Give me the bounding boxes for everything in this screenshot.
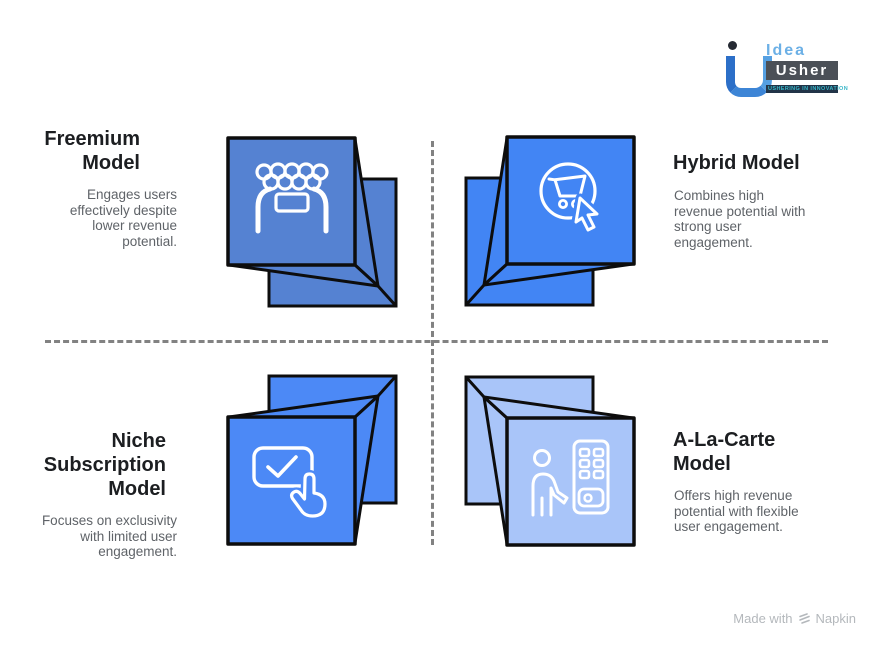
napkin-label: Napkin	[815, 611, 856, 626]
cube-shape	[226, 136, 398, 308]
audience-icon	[255, 162, 329, 234]
a-la-carte-title: A-La-Carte Model	[673, 429, 776, 475]
cube-shape	[464, 375, 636, 547]
logo-brand-bottom: Usher	[766, 61, 838, 80]
niche-subscription-title: Niche Subscription Model	[43, 430, 166, 500]
idea-usher-logo: Idea Usher USHERING IN INNOVATION	[722, 38, 858, 100]
cube-shape	[226, 374, 398, 546]
freemium-cube	[222, 132, 402, 312]
made-with-napkin: Made with Napkin	[733, 611, 856, 626]
cart-cursor-icon	[539, 162, 602, 235]
logo-brand-top: Idea	[766, 42, 807, 59]
person-vending-icon	[531, 439, 610, 517]
cube-shape	[464, 135, 636, 307]
hybrid-cube	[460, 131, 640, 311]
napkin-icon	[798, 613, 810, 624]
a-la-carte-cube	[460, 371, 640, 551]
niche-subscription-cube	[222, 370, 402, 550]
hybrid-title: Hybrid Model	[673, 152, 800, 174]
freemium-title: Freemium Model	[44, 128, 140, 174]
horizontal-dashed-divider	[45, 340, 828, 343]
a-la-carte-description: Offers high revenue potential with flexi…	[674, 488, 799, 534]
logo-tagline: USHERING IN INNOVATION	[766, 85, 849, 93]
made-with-label: Made with	[733, 611, 793, 626]
hybrid-description: Combines high revenue potential with str…	[674, 188, 806, 250]
vertical-dashed-divider	[431, 141, 434, 545]
checkbox-tap-icon	[252, 446, 329, 520]
logo-dot-icon	[728, 41, 737, 50]
niche-subscription-description: Focuses on exclusivity with limited user…	[41, 513, 177, 559]
freemium-description: Engages users effectively despite lower …	[69, 187, 177, 249]
